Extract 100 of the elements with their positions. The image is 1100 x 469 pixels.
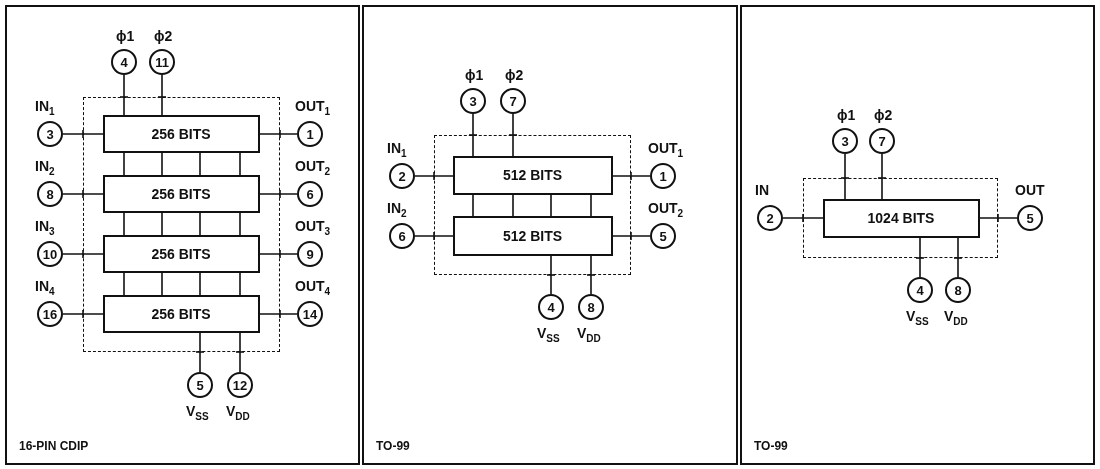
- package-outline: [83, 97, 280, 352]
- pin-circle: [187, 372, 213, 398]
- shift-register-block: [102, 114, 260, 153]
- pin-name: OUT$_{4}$: [295, 279, 331, 297]
- package-outline: [803, 178, 998, 258]
- connection-line: [414, 231, 454, 241]
- pin-name: V$_{SS}$: [906, 309, 929, 327]
- pin-circle: [389, 223, 415, 249]
- pin-name: IN$_{4}$: [35, 279, 55, 297]
- pin-name: IN$_{1}$: [35, 99, 55, 117]
- pin-circle: [297, 241, 323, 267]
- connection-line: [259, 189, 298, 199]
- pin-number: 1: [306, 127, 314, 141]
- pin-name: ϕ1: [837, 108, 856, 122]
- pin-circle: [297, 121, 323, 147]
- connection-line: [62, 129, 104, 139]
- connection-line: [123, 152, 125, 176]
- package-caption: 16-PIN CDIP: [19, 439, 89, 453]
- connection-line: [877, 153, 887, 200]
- connection-line: [62, 309, 104, 319]
- connection-line: [123, 212, 125, 236]
- package-caption: TO-99: [754, 439, 788, 453]
- connection-line: [235, 332, 245, 373]
- pin-circle: [227, 372, 253, 398]
- connection-line: [239, 212, 241, 236]
- pin-circle: [297, 181, 323, 207]
- pin-circle: [832, 128, 858, 154]
- pin-name: ϕ1: [116, 29, 135, 43]
- pin-name: OUT$_{1}$: [648, 141, 684, 159]
- pin-number: 3: [841, 134, 849, 148]
- connection-line: [161, 152, 163, 176]
- pin-number: 12: [232, 378, 248, 392]
- pin-name: V$_{SS}$: [537, 326, 560, 344]
- pin-circle: [538, 294, 564, 320]
- connection-line: [157, 74, 167, 116]
- pin-number: 5: [196, 378, 204, 392]
- pin-circle: [37, 241, 63, 267]
- connection-line: [586, 255, 596, 295]
- pin-circle: [37, 181, 63, 207]
- pin-number: 3: [469, 94, 477, 108]
- shift-register-block: [102, 294, 260, 333]
- pin-name: IN$_{2}$: [35, 159, 55, 177]
- block-label: 256 BITS: [151, 125, 211, 142]
- pin-number: 5: [1026, 211, 1034, 225]
- shift-register-block: [102, 174, 260, 213]
- connection-line: [590, 194, 592, 217]
- connection-line: [953, 237, 963, 278]
- block-label: 256 BITS: [151, 185, 211, 202]
- connection-line: [979, 213, 1018, 223]
- connection-line: [840, 153, 850, 200]
- connection-line: [915, 237, 925, 278]
- pin-number: 16: [42, 307, 58, 321]
- pin-name: IN$_{3}$: [35, 219, 55, 237]
- pin-number: 6: [398, 229, 406, 243]
- pin-number: 11: [155, 55, 169, 69]
- package-outline: [434, 135, 631, 275]
- connection-line: [239, 272, 241, 296]
- pin-name: V$_{DD}$: [226, 404, 250, 422]
- shift-register-block: [452, 155, 613, 195]
- package-caption: TO-99: [376, 439, 410, 453]
- pin-circle: [111, 49, 137, 75]
- pin-name: V$_{DD}$: [577, 326, 601, 344]
- pin-number: 5: [659, 229, 667, 243]
- connection-line: [508, 113, 518, 157]
- pin-number: 10: [42, 247, 58, 261]
- connection-line: [239, 152, 241, 176]
- panel-frame: [5, 5, 360, 465]
- pin-circle: [869, 128, 895, 154]
- block-label: 1024 BITS: [867, 210, 935, 226]
- pin-name: ϕ1: [465, 68, 484, 82]
- shift-register-block: [452, 215, 613, 256]
- connection-line: [161, 272, 163, 296]
- connection-line: [195, 332, 205, 373]
- pin-circle: [907, 277, 933, 303]
- pin-number: 2: [398, 169, 406, 183]
- shift-register-block: [102, 234, 260, 273]
- pin-number: 7: [509, 94, 517, 108]
- connection-line: [259, 249, 298, 259]
- pin-name: ϕ2: [505, 68, 524, 82]
- pin-circle: [945, 277, 971, 303]
- connection-line: [546, 255, 556, 295]
- connection-line: [119, 74, 129, 116]
- pin-name: IN$_{1}$: [387, 141, 407, 159]
- pin-number: 4: [547, 300, 555, 314]
- pin-number: 6: [306, 187, 314, 201]
- pin-name: OUT$_{2}$: [295, 159, 331, 177]
- pin-number: 2: [766, 211, 774, 225]
- block-label: 512 BITS: [502, 227, 563, 244]
- pin-number: 7: [878, 134, 886, 148]
- pin-number: 4: [120, 55, 128, 69]
- pin-name: V$_{DD}$: [944, 309, 968, 327]
- pin-number: 8: [587, 300, 595, 314]
- block-label: 256 BITS: [151, 245, 211, 262]
- pin-circle: [757, 205, 783, 231]
- pin-number: 8: [46, 187, 54, 201]
- pin-circle: [578, 294, 604, 320]
- panel-frame: [362, 5, 738, 465]
- pin-name: OUT$_{2}$: [648, 201, 684, 219]
- pin-name: IN: [755, 183, 769, 197]
- pin-number: 9: [306, 247, 314, 261]
